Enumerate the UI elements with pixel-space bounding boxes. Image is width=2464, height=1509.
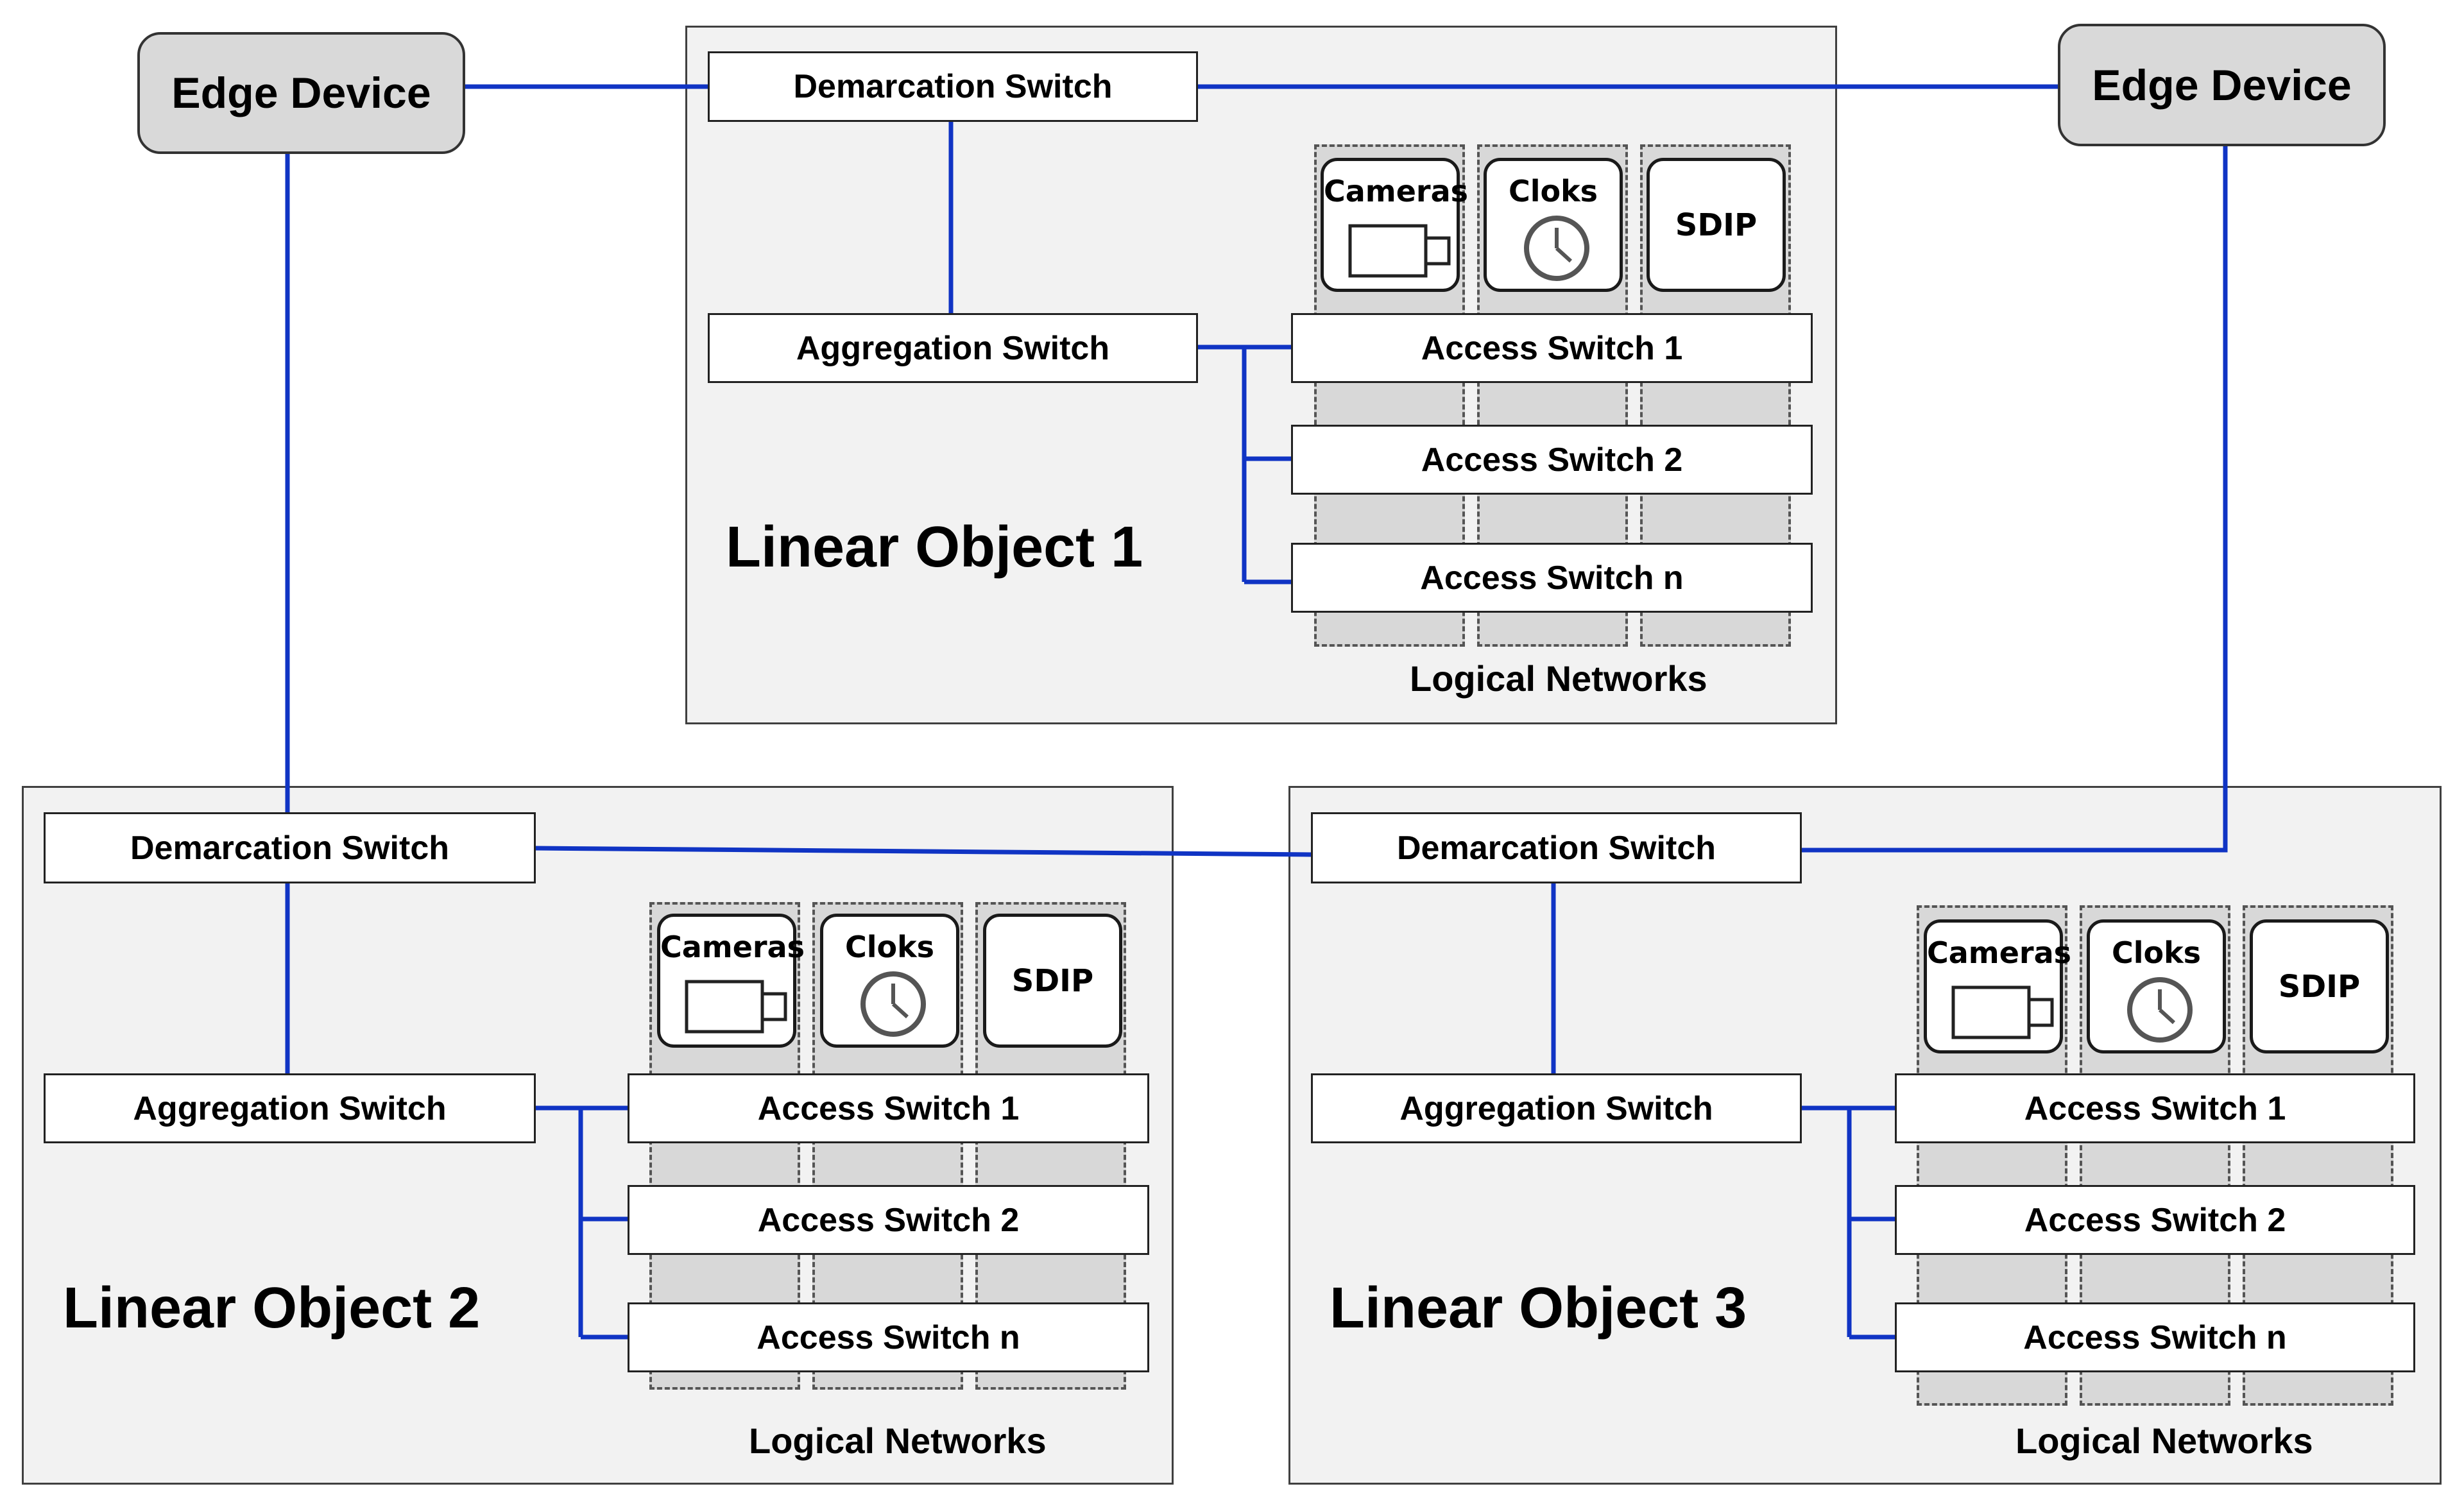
cameras-label-3: Cameras bbox=[1927, 935, 2072, 970]
sdip-label-1: SDIP bbox=[1675, 207, 1758, 243]
aggregation-switch-3[interactable]: Aggregation Switch bbox=[1311, 1073, 1802, 1143]
linear-object-1-title: Linear Object 1 bbox=[726, 515, 1143, 579]
linear-object-3-title: Linear Object 3 bbox=[1330, 1276, 1747, 1340]
access-switch-1-1[interactable]: Access Switch 1 bbox=[1291, 313, 1813, 383]
cameras-label-1: Cameras bbox=[1324, 174, 1469, 209]
clock-icon bbox=[860, 971, 926, 1037]
clocks-label-3: Cloks bbox=[2111, 935, 2202, 970]
cameras-device-3[interactable]: Cameras bbox=[1924, 919, 2072, 1053]
sdip-device-1[interactable]: SDIP bbox=[1647, 158, 1786, 292]
clock-icon bbox=[2127, 977, 2193, 1043]
link-demarcation-2-to-demarcation-3 bbox=[535, 846, 1312, 857]
logical-networks-label-3: Logical Networks bbox=[2015, 1420, 2313, 1461]
access-switch-3-2[interactable]: Access Switch 2 bbox=[1895, 1185, 2415, 1255]
cameras-label-2: Cameras bbox=[660, 930, 805, 964]
sdip-label-3: SDIP bbox=[2278, 968, 2361, 1005]
logical-networks-label-2: Logical Networks bbox=[749, 1420, 1047, 1461]
access-switch-2-1[interactable]: Access Switch 1 bbox=[628, 1073, 1149, 1143]
aggregation-switch-1[interactable]: Aggregation Switch bbox=[708, 313, 1198, 383]
cameras-device-1[interactable]: Cameras bbox=[1321, 158, 1469, 292]
camera-icon bbox=[1348, 224, 1451, 278]
logical-networks-label-1: Logical Networks bbox=[1410, 658, 1707, 699]
edge-device-left-label: Edge Device bbox=[171, 69, 431, 117]
demarcation-switch-2[interactable]: Demarcation Switch bbox=[44, 812, 536, 883]
access-switch-3-1[interactable]: Access Switch 1 bbox=[1895, 1073, 2415, 1143]
camera-icon bbox=[685, 980, 787, 1034]
edge-device-left[interactable]: Edge Device bbox=[137, 32, 465, 154]
edge-device-right-label: Edge Device bbox=[2092, 60, 2352, 110]
demarcation-switch-1[interactable]: Demarcation Switch bbox=[708, 51, 1198, 122]
sdip-label-2: SDIP bbox=[1011, 962, 1094, 999]
clocks-device-1[interactable]: Cloks bbox=[1484, 158, 1623, 292]
access-switch-2-2[interactable]: Access Switch 2 bbox=[628, 1185, 1149, 1255]
clock-icon bbox=[1524, 216, 1589, 281]
access-switch-3-n[interactable]: Access Switch n bbox=[1895, 1302, 2415, 1372]
clocks-device-2[interactable]: Cloks bbox=[820, 914, 959, 1048]
demarcation-switch-3[interactable]: Demarcation Switch bbox=[1311, 812, 1802, 883]
linear-object-2-title: Linear Object 2 bbox=[63, 1276, 481, 1340]
access-switch-2-n[interactable]: Access Switch n bbox=[628, 1302, 1149, 1372]
clocks-label-2: Cloks bbox=[844, 930, 935, 964]
cameras-device-2[interactable]: Cameras bbox=[657, 914, 805, 1048]
edge-device-right[interactable]: Edge Device bbox=[2058, 24, 2386, 146]
sdip-device-2[interactable]: SDIP bbox=[983, 914, 1122, 1048]
clocks-device-3[interactable]: Cloks bbox=[2087, 919, 2226, 1053]
sdip-device-3[interactable]: SDIP bbox=[2250, 919, 2389, 1053]
access-switch-1-2[interactable]: Access Switch 2 bbox=[1291, 425, 1813, 495]
link-edge-right-to-demarcation-3 bbox=[1802, 146, 2228, 853]
aggregation-switch-2[interactable]: Aggregation Switch bbox=[44, 1073, 536, 1143]
clocks-label-1: Cloks bbox=[1508, 174, 1598, 209]
access-switch-1-n[interactable]: Access Switch n bbox=[1291, 543, 1813, 613]
camera-icon bbox=[1951, 985, 2054, 1039]
